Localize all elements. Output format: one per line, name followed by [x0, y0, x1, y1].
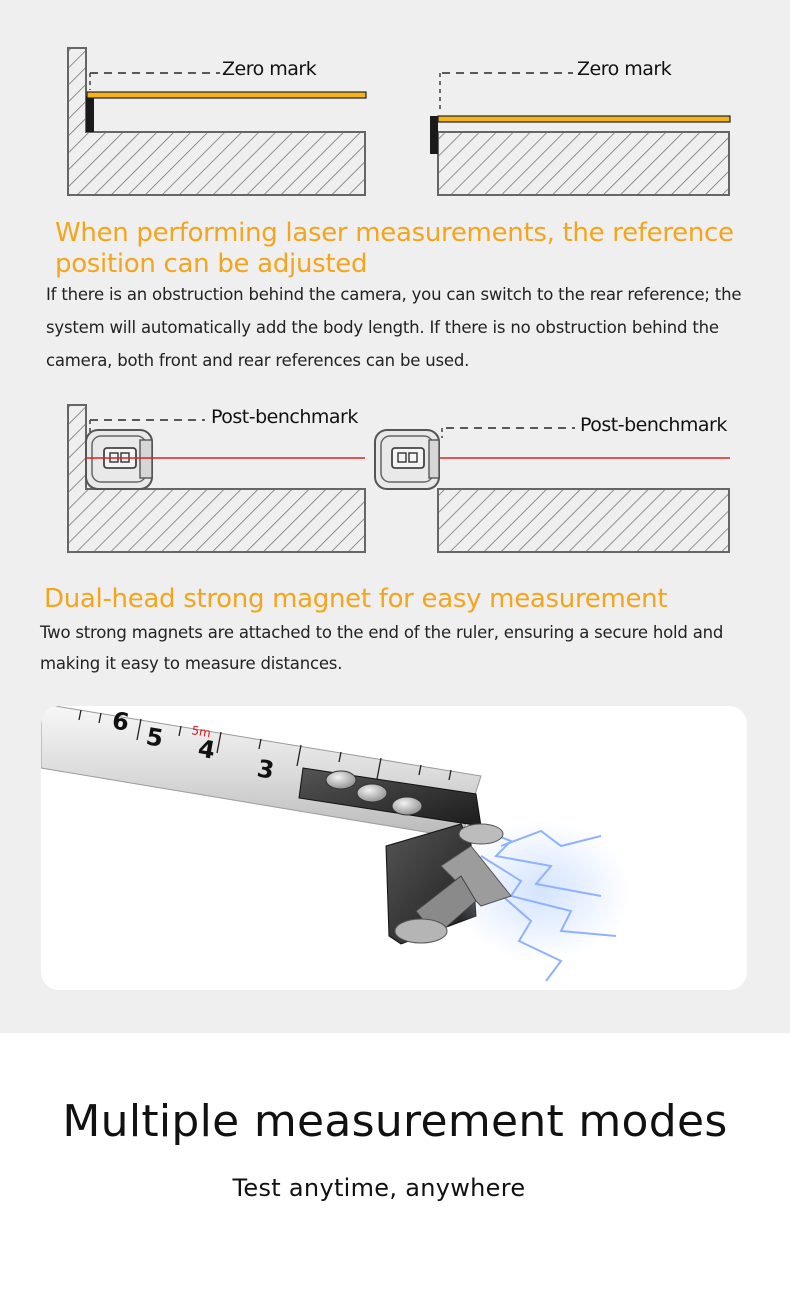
- magnet-photo-card: 6 5 5m 4 3: [41, 706, 747, 990]
- zero-mark-diagram: [67, 47, 731, 196]
- tape-number-6: 6: [110, 706, 131, 736]
- magnet-1: [325, 770, 357, 790]
- laser-beam-left: [86, 91, 367, 99]
- post-benchmark-label-right: Post-benchmark: [580, 414, 727, 436]
- magnet-2: [356, 783, 388, 803]
- tape-number-3: 3: [255, 754, 276, 784]
- magnet-heading: Dual-head strong magnet for easy measure…: [44, 584, 668, 614]
- magnet-description: Two strong magnets are attached to the e…: [40, 623, 724, 673]
- device-edge-right: [430, 116, 438, 154]
- tape-number-5: 5: [144, 722, 165, 752]
- device-edge-left: [86, 96, 94, 132]
- tape-hook-illustration: 6 5 5m 4 3: [41, 706, 631, 982]
- zero-mark-label-right: Zero mark: [577, 58, 672, 80]
- tape-device-right: [374, 429, 440, 490]
- zero-mark-label-left: Zero mark: [222, 58, 317, 80]
- laser-beam-right: [437, 115, 731, 123]
- floor-right: [437, 131, 730, 196]
- tape-unit: 5m: [190, 723, 211, 740]
- lightning-effect: [470, 825, 617, 982]
- screws: [394, 823, 512, 944]
- tape-ticks: [78, 709, 452, 781]
- reference-position-description: If there is an obstruction behind the ca…: [46, 285, 742, 370]
- wall-and-floor-left: [67, 404, 366, 553]
- modes-title: Multiple measurement modes: [62, 1096, 728, 1147]
- floor-right: [437, 488, 730, 553]
- modes-subtitle: Test anytime, anywhere: [232, 1174, 526, 1202]
- reference-position-heading: When performing laser measurements, the …: [55, 218, 734, 279]
- magnet-3: [391, 796, 423, 816]
- tape-device-left: [85, 429, 153, 490]
- post-benchmark-diagram: [67, 404, 730, 553]
- wall-and-floor-left: [67, 47, 366, 196]
- post-benchmark-label-left: Post-benchmark: [211, 406, 358, 428]
- tape-number-4: 4: [196, 734, 217, 764]
